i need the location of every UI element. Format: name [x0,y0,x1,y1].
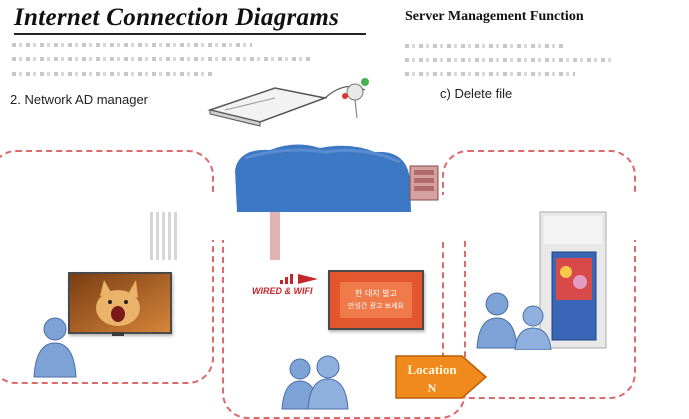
wired-wifi-label: WIRED & WIFI [252,286,313,296]
cloud-icon [235,144,411,212]
person-group-icon [476,292,552,350]
network-manager-label: 2. Network AD manager [10,92,149,107]
center-display: 한 대지 발고 만성간 광고 보세요 [328,270,424,330]
router-icon [207,78,369,127]
person-icon [33,317,77,378]
kiosk-display [539,211,607,349]
location-badge: Location N [395,355,488,399]
left-zone [0,150,214,384]
ad-line-1: 한 대지 발고 [355,288,397,298]
section-title: Server Management Function [405,9,584,24]
blurred-text-row [12,43,252,47]
cat-image [70,274,170,332]
location-number: N [428,381,437,395]
location-label: Location [407,362,457,377]
ad-screen: 한 대지 발고 만성간 광고 보세요 [330,272,422,328]
delete-file-label: c) Delete file [440,86,513,101]
right-zone [442,150,636,399]
signal-icon [280,274,318,284]
connection-line [270,212,280,260]
tv-stand [112,332,124,336]
page-title: Internet Connection Diagrams [14,4,340,31]
person-group-icon [281,355,349,410]
connection-line [150,212,178,260]
blurred-text-row [405,72,575,76]
title-underline [14,33,366,35]
left-display [68,272,172,334]
blurred-text-row [405,58,615,62]
server-icon [409,165,439,201]
blurred-text-row [12,72,212,76]
blurred-text-row [12,57,312,61]
blurred-text-row [405,44,565,48]
ad-line-2: 만성간 광고 보세요 [348,301,405,310]
